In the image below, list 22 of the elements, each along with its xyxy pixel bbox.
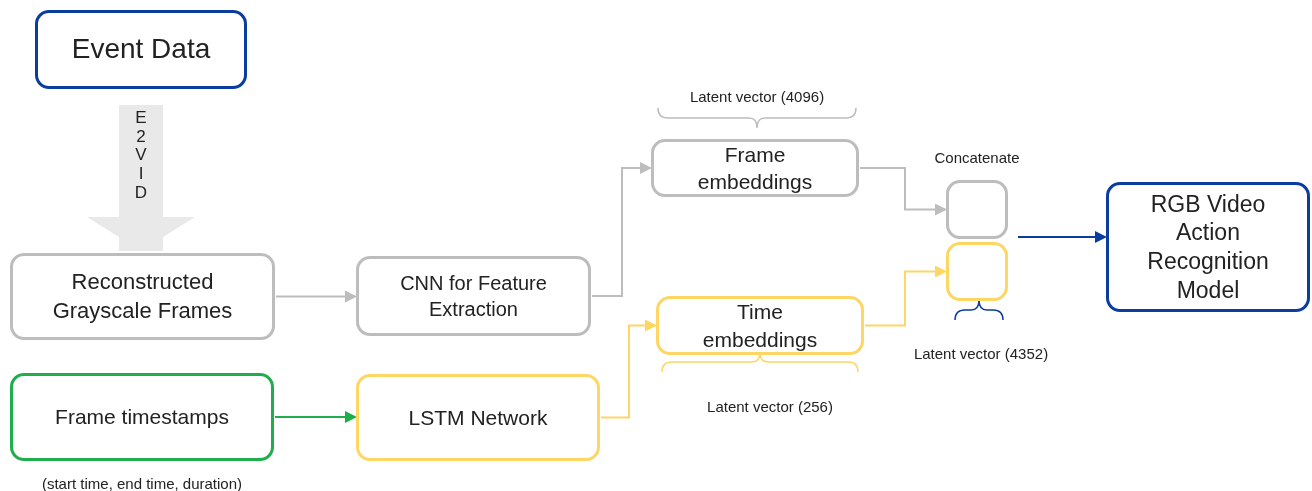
- annotation-text: Latent vector (4352): [912, 344, 1050, 364]
- arrow: [591, 162, 652, 297]
- arrow: [275, 290, 357, 303]
- arrow: [1017, 231, 1107, 243]
- annotation-text: Concatenate: [933, 148, 1021, 168]
- arrow: [274, 411, 357, 423]
- annotation-text: Latent vector (256): [706, 397, 834, 417]
- embedding-box: Frame embeddings: [651, 139, 859, 197]
- input-box: Event Data: [35, 10, 247, 89]
- input-box: Frame timestamps: [10, 373, 274, 461]
- vector-box: [946, 242, 1008, 301]
- annotation-text: Latent vector (4096): [688, 87, 826, 107]
- model-box: RGB Video Action Recognition Model: [1106, 182, 1310, 312]
- arrow: [864, 265, 947, 327]
- arrow: [859, 167, 947, 216]
- process-box: CNN for Feature Extraction: [356, 256, 591, 336]
- arrow: [600, 319, 657, 419]
- edge-label: E2VID: [134, 109, 148, 203]
- process-box: LSTM Network: [356, 374, 600, 461]
- process-box: Reconstructed Grayscale Frames: [10, 253, 275, 340]
- vector-box: [946, 180, 1008, 239]
- embedding-box: Time embeddings: [656, 296, 864, 355]
